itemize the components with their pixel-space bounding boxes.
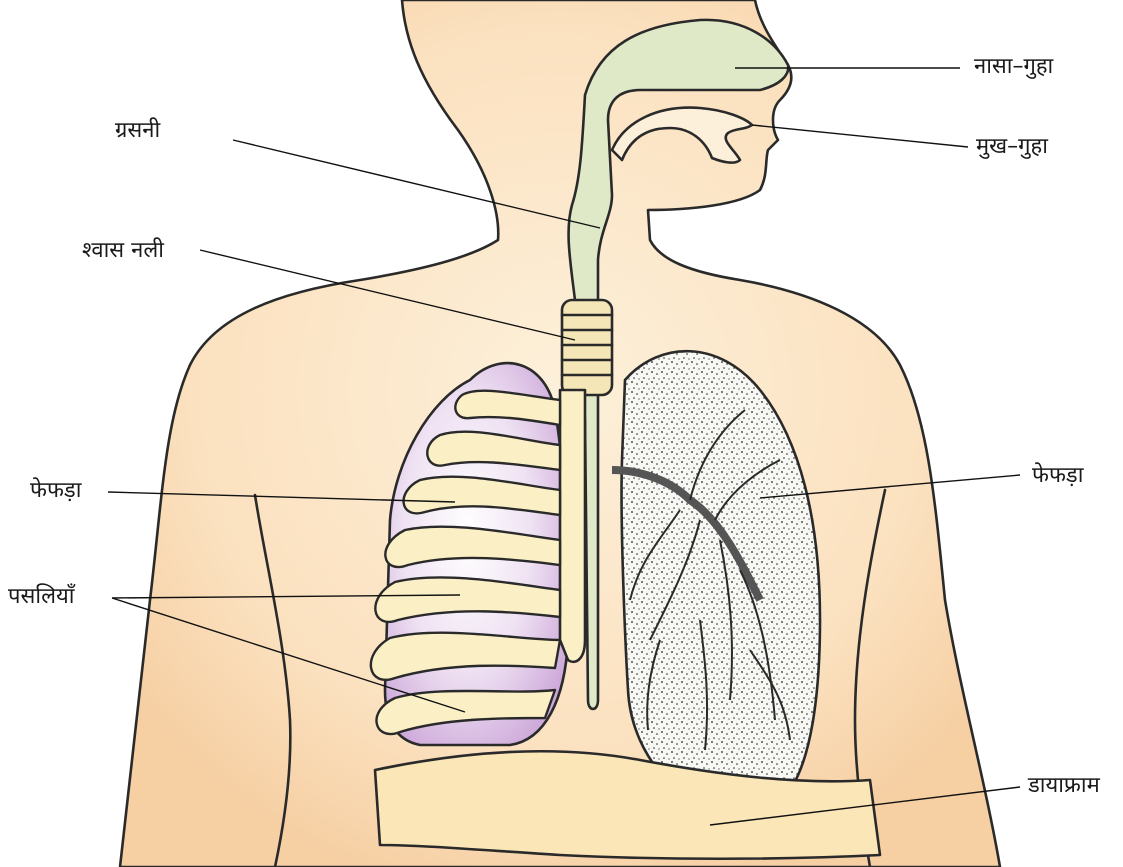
label-ribs: पसलियाँ bbox=[8, 586, 74, 608]
leader-lung-left bbox=[108, 492, 455, 502]
leader-oral-cavity bbox=[752, 125, 968, 147]
leader-trachea bbox=[200, 250, 575, 340]
label-lung-left: फेफड़ा bbox=[30, 480, 81, 502]
leader-ribs-1 bbox=[112, 595, 460, 598]
leader-pharynx bbox=[233, 140, 600, 228]
label-diaphragm: डायाफ्राम bbox=[1028, 775, 1100, 797]
label-oral-cavity: मुख–गुहा bbox=[976, 136, 1048, 158]
leader-lung-right bbox=[760, 475, 1020, 498]
label-lung-right: फेफड़ा bbox=[1032, 465, 1083, 487]
label-trachea: श्वास नली bbox=[82, 240, 164, 262]
leader-diaphragm bbox=[710, 787, 1020, 825]
leader-ribs-2 bbox=[112, 598, 465, 712]
label-pharynx: ग्रसनी bbox=[115, 120, 160, 142]
label-nasal-cavity: नासा–गुहा bbox=[974, 56, 1053, 78]
